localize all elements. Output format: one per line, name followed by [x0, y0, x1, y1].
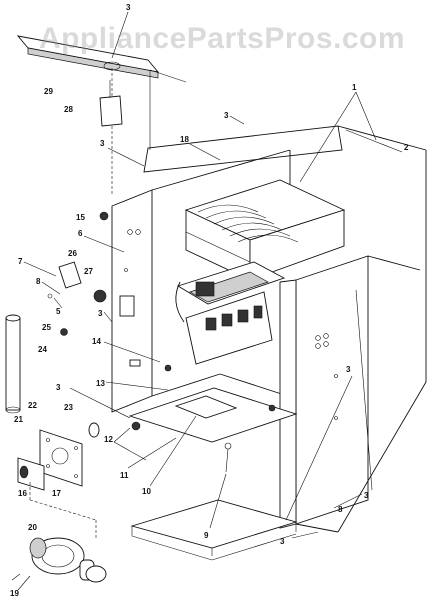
callout-14: 14	[92, 337, 101, 346]
callout-3-vent: 3	[126, 3, 131, 12]
callout-5: 5	[56, 307, 61, 316]
callout-24: 24	[38, 345, 47, 354]
callout-23: 23	[64, 403, 73, 412]
callout-6b: 8	[36, 277, 41, 286]
callout-9: 9	[204, 531, 209, 540]
callout-20: 20	[28, 523, 37, 532]
callout-3-bottom: 3	[280, 537, 285, 546]
callout-1: 1	[352, 83, 357, 92]
callout-11: 11	[120, 471, 129, 480]
vent-tube-part	[5, 314, 21, 414]
callout-3-left: 3	[100, 139, 105, 148]
callout-12: 12	[104, 435, 113, 444]
mounting-plate-part	[17, 422, 100, 491]
callout-6: 6	[78, 229, 83, 238]
callout-15: 15	[76, 213, 85, 222]
callout-7: 7	[18, 257, 23, 266]
callout-3-panel: 3	[346, 365, 351, 374]
callout-28: 28	[64, 105, 73, 114]
callout-19: 19	[10, 589, 19, 598]
callout-13: 13	[96, 379, 105, 388]
callout-18: 18	[180, 135, 189, 144]
callout-16: 16	[18, 489, 27, 498]
bottom-tray-part	[128, 387, 298, 561]
callout-22: 22	[28, 401, 37, 410]
callout-21: 21	[14, 415, 23, 424]
callout-17: 17	[52, 489, 61, 498]
heat-exchanger-part	[184, 179, 346, 281]
callout-2: 2	[404, 143, 409, 152]
bracket-part	[99, 80, 123, 127]
callout-3-top: 3	[224, 111, 229, 120]
control-components	[47, 211, 276, 431]
callout-27: 27	[84, 267, 93, 276]
callout-3-right: 3	[364, 491, 369, 500]
callout-26: 26	[68, 249, 77, 258]
burner-assembly	[175, 261, 286, 365]
inducer-motor-part	[11, 537, 107, 583]
callout-3-control: 3	[98, 309, 103, 318]
vent-pipe-part	[16, 35, 160, 79]
callout-25: 25	[42, 323, 51, 332]
callout-3-mid: 3	[56, 383, 61, 392]
callout-10: 10	[142, 487, 151, 496]
callout-8: 8	[338, 505, 343, 514]
callout-29: 29	[44, 87, 53, 96]
